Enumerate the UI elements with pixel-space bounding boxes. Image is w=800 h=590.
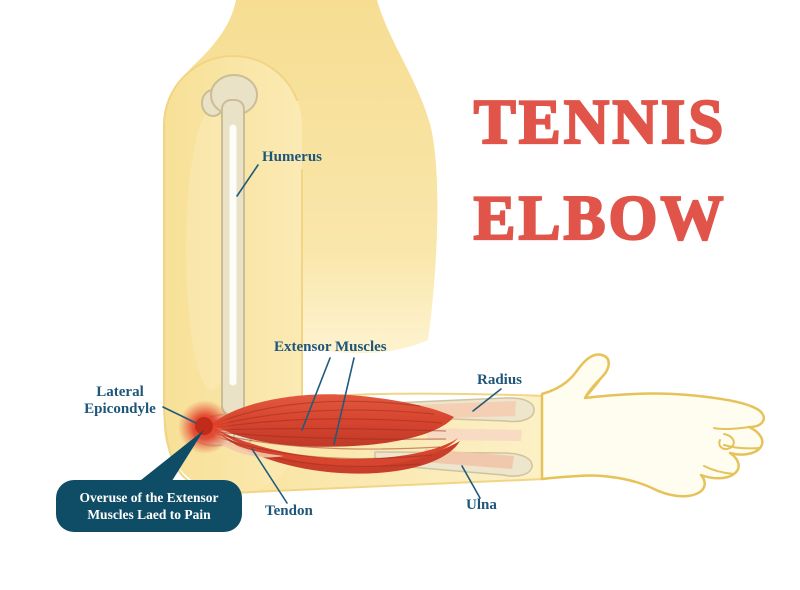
leader-lines: [162, 164, 502, 504]
callout-pointer: [136, 430, 204, 484]
hand-outline: [540, 353, 765, 498]
muscle-striations: [213, 400, 447, 468]
